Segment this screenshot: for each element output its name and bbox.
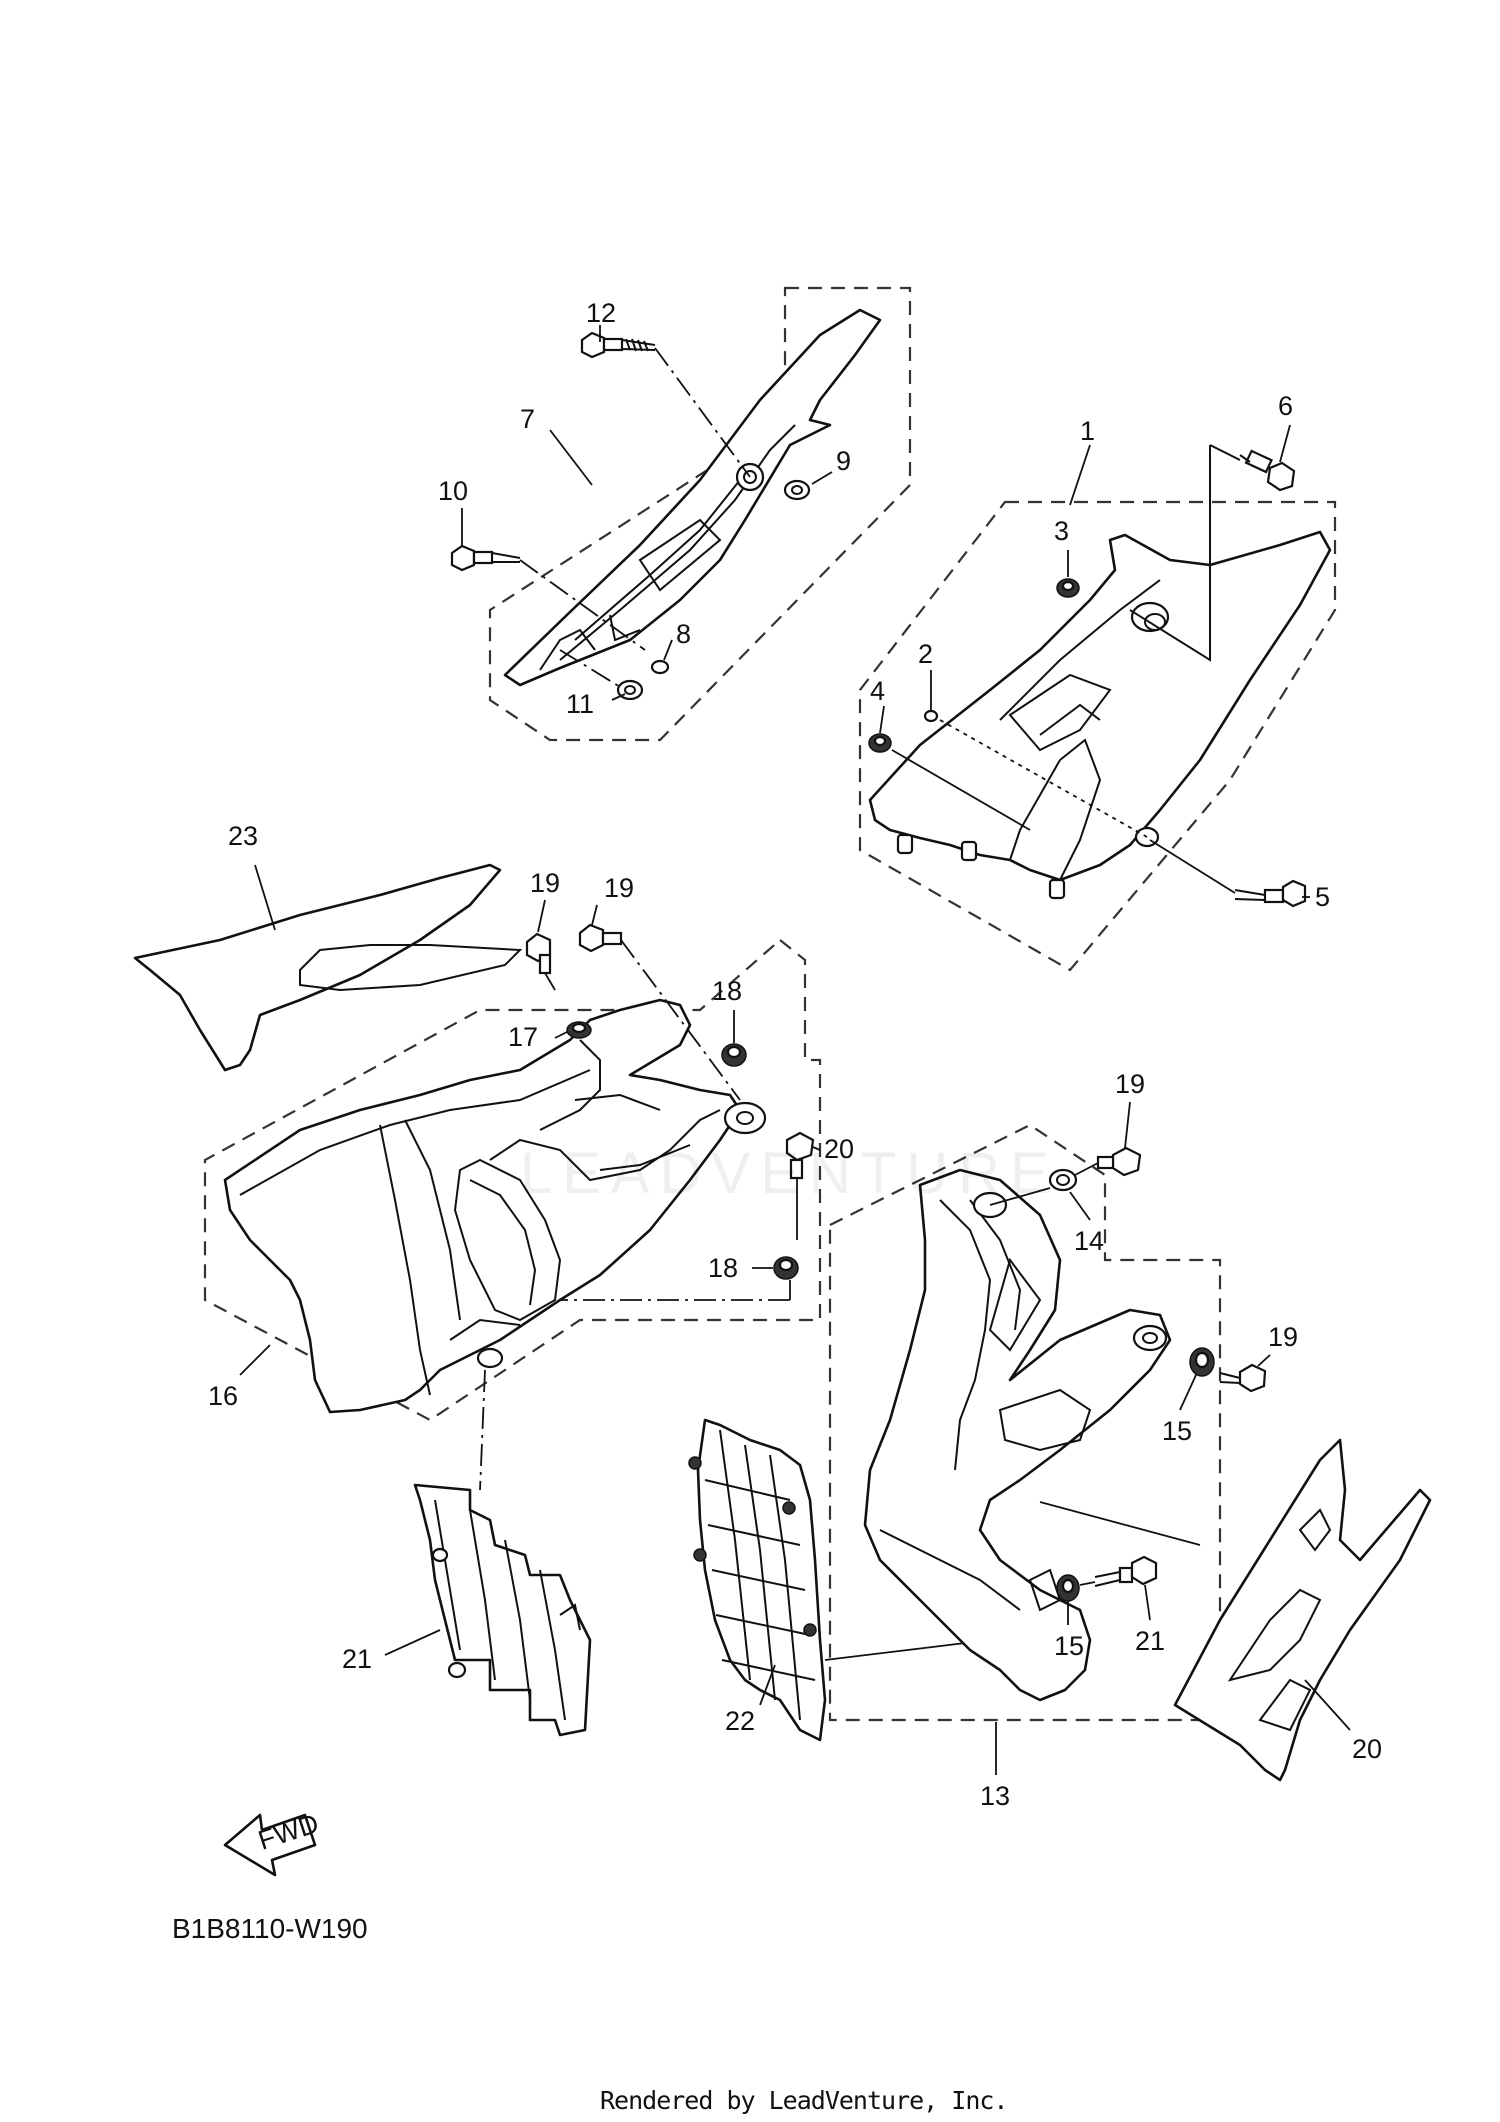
collar-4 [868, 733, 892, 753]
callout-20a: 20 [824, 1134, 854, 1164]
callout-21a: 21 [342, 1644, 372, 1674]
callout-6: 6 [1278, 391, 1293, 421]
bolt-19c [1074, 1146, 1142, 1177]
bolt-12 [580, 331, 751, 478]
diagram-code: B1B8110-W190 [172, 1913, 368, 1944]
callout-20b: 21 [1135, 1626, 1165, 1656]
callout-5: 5 [1315, 882, 1330, 912]
collar-9 [783, 479, 811, 501]
callout-18a: 18 [712, 976, 742, 1006]
callout-21b: 22 [725, 1706, 755, 1736]
washer-8 [650, 659, 670, 675]
bolt-11 [450, 544, 646, 691]
callout-7: 7 [520, 404, 535, 434]
bolt-6 [1239, 449, 1296, 492]
callout-17: 17 [508, 1022, 538, 1052]
callout-leaders [239, 325, 1351, 1775]
callout-9: 9 [836, 446, 851, 476]
grommet-3 [1056, 578, 1080, 598]
callout-15a: 15 [1162, 1416, 1192, 1446]
nut-2 [923, 709, 939, 723]
bolt-19b [578, 923, 741, 1101]
radiator-louver-21b [688, 1418, 991, 1742]
callout-14: 14 [1074, 1226, 1104, 1256]
grommet-18a [721, 1043, 747, 1067]
callout-4: 4 [870, 676, 885, 706]
callout-22: 20 [1352, 1734, 1382, 1764]
callout-18b: 18 [708, 1253, 738, 1283]
callout-19d: 19 [1268, 1322, 1298, 1352]
callout-8: 8 [676, 619, 691, 649]
callout-numbers: 12 7 10 9 8 11 6 1 3 2 4 5 23 19 19 18 1… [208, 298, 1382, 1811]
callout-19c: 19 [1115, 1069, 1145, 1099]
callout-2: 2 [918, 639, 933, 669]
decal-22 [1039, 1438, 1432, 1782]
bolt-19d [1219, 1363, 1267, 1393]
collar-15a [1189, 1347, 1215, 1377]
forward-arrow: FWD [223, 1808, 322, 1877]
bolt-20a [785, 1131, 815, 1240]
callout-13: 13 [980, 1781, 1010, 1811]
callout-12: 12 [586, 298, 616, 328]
grommet-17 [566, 1021, 592, 1039]
collar-15b [1056, 1574, 1080, 1602]
decal-23 [133, 863, 523, 1072]
watermark: LEADVENTURE [520, 1141, 1059, 1206]
collar-14 [989, 1168, 1078, 1206]
callout-19a: 19 [530, 868, 560, 898]
callout-1: 1 [1080, 416, 1095, 446]
callout-15b: 15 [1054, 1631, 1084, 1661]
callout-11: 10 [438, 476, 468, 506]
grommet-18b [773, 1256, 799, 1280]
bolt-19a [525, 932, 556, 991]
radiator-louver-21a [413, 1483, 592, 1737]
bolt-5 [1149, 839, 1307, 908]
callout-10: 11 [566, 689, 594, 719]
callout-19b: 19 [604, 873, 634, 903]
callout-3: 3 [1054, 516, 1069, 546]
callout-23: 23 [228, 821, 258, 851]
footer-credit: Rendered by LeadVenture, Inc. [600, 2086, 1008, 2115]
bolt-20b [1079, 1555, 1158, 1587]
callout-16: 16 [208, 1381, 238, 1411]
radiator-cover-13 [828, 1123, 1222, 1722]
side-cover-7 [488, 286, 912, 742]
